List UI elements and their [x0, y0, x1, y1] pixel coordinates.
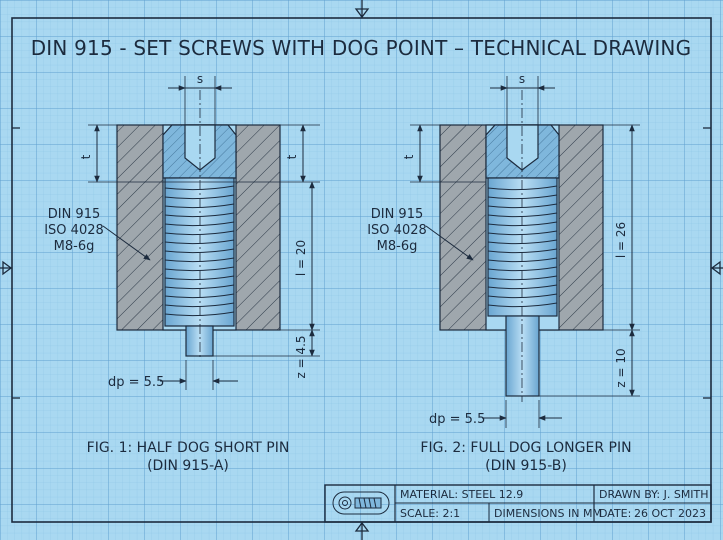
fig2-dim-l: l = 26 — [614, 222, 628, 258]
fig2-hex-socket — [506, 124, 539, 171]
fig1-dim-t-left: t — [79, 154, 93, 159]
fig1-caption-line2: (DIN 915-A) — [147, 458, 229, 474]
fig2-dim-t: t — [402, 154, 416, 159]
title-block-date-value: 26 OCT 2023 — [634, 507, 706, 520]
fig2-dim-s: s — [519, 72, 525, 86]
title-block-scale: SCALE: 2:1 — [400, 507, 460, 520]
drawing-title: DIN 915 - SET SCREWS WITH DOG POINT – TE… — [31, 36, 692, 60]
fig2-caption-line1: FIG. 2: FULL DOG LONGER PIN — [420, 440, 631, 456]
fig2-dog-point — [505, 315, 540, 397]
fig2-dim-z: z = 10 — [614, 348, 628, 387]
fig1-dim-s: s — [197, 72, 203, 86]
fig1-dim-z: z = 4.5 — [294, 335, 308, 378]
figure-2: s t l = 26 z = 10 dp = 5.5 DIN 915 ISO 4… — [367, 72, 640, 474]
title-block-drawn-by: DRAWN BY: J. SMITH — [599, 488, 709, 501]
fig2-caption-line2: (DIN 915-B) — [485, 458, 567, 474]
fig2-threaded-shaft — [487, 177, 558, 317]
fig1-callout-line2: ISO 4028 — [44, 223, 104, 238]
title-block: MATERIAL: STEEL 12.9 DRAWN BY: J. SMITH … — [324, 484, 712, 523]
fig1-dim-l: l = 20 — [294, 240, 308, 276]
fig1-caption-line1: FIG. 1: HALF DOG SHORT PIN — [87, 440, 290, 456]
screw-thumbnail-icon — [332, 491, 390, 515]
fig2-callout-line2: ISO 4028 — [367, 223, 427, 238]
title-block-dimensions: DIMENSIONS IN MM — [494, 507, 602, 520]
fig1-dim-dp: dp = 5.5 — [108, 375, 164, 390]
title-block-date-label: DATE: — [599, 507, 631, 520]
fig2-callout-line3: M8-6g — [377, 239, 418, 254]
figure-1: s t t l = 20 z = 4.5 dp = 5.5 DIN 915 IS… — [44, 72, 320, 474]
fig2-dim-dp: dp = 5.5 — [429, 412, 485, 427]
fig2-callout-line1: DIN 915 — [371, 207, 424, 222]
title-block-material: MATERIAL: STEEL 12.9 — [400, 488, 523, 501]
fig1-dim-t-right: t — [285, 154, 299, 159]
fig1-callout-line3: M8-6g — [54, 239, 95, 254]
fig1-callout-line1: DIN 915 — [48, 207, 101, 222]
fig1-dog-point — [185, 325, 214, 357]
